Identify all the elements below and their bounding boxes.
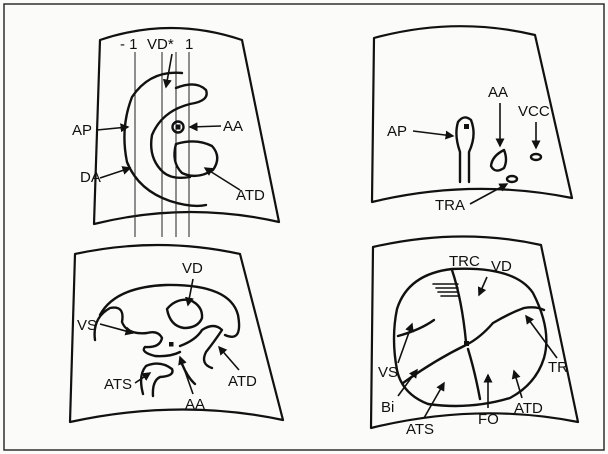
right-ventricle-cavity <box>167 300 202 328</box>
right-ventricle-contour <box>151 84 207 177</box>
trc-hatching <box>433 284 458 296</box>
arrow-aa <box>190 126 221 127</box>
label-vd: VD <box>491 258 512 275</box>
interventricular-septum <box>452 270 466 342</box>
arrow-tr <box>526 316 557 358</box>
arrow-vd <box>166 54 172 87</box>
label-vd: VD <box>182 260 203 277</box>
label-tra: TRA <box>435 197 465 214</box>
arrow-atd <box>219 347 239 370</box>
vcc-circle <box>531 154 541 160</box>
ventricular-septum-contour <box>95 308 180 357</box>
label-trc: TRC <box>449 253 480 270</box>
label-ats: ATS <box>104 376 132 393</box>
right-atrium-contour <box>180 326 222 368</box>
panel-bottom-right: TRC VD VS TR Bi ATS FO ATD <box>371 236 578 438</box>
label-atd: ATD <box>514 400 543 417</box>
tra-circle <box>507 176 517 182</box>
aorta-marker <box>176 125 181 130</box>
label-tr: TR <box>548 359 568 376</box>
label-aa: AA <box>185 396 205 413</box>
arrow-ap <box>97 127 128 130</box>
arrow-tra <box>470 184 507 204</box>
label-da: DA <box>80 169 101 186</box>
arrow-da <box>100 168 130 178</box>
arrow-ats <box>424 383 444 418</box>
label-bi: Bi <box>381 399 394 416</box>
pa-marker <box>464 124 469 129</box>
label-minus-1: - 1 <box>120 36 138 53</box>
label-aa: AA <box>223 118 243 135</box>
label-1: 1 <box>185 36 193 53</box>
panel-top-right: AA VCC AP TRA <box>372 26 572 214</box>
panel-top-left: - 1 VD* 1 AP AA DA ATD <box>72 28 279 237</box>
aorta-marker <box>169 342 174 347</box>
label-vd-star: VD* <box>147 36 174 53</box>
label-vs: VS <box>77 317 97 334</box>
panel-bottom-left: VD VS ATS AA ATD <box>70 245 283 422</box>
label-ats: ATS <box>406 421 434 438</box>
label-vs: VS <box>378 364 398 381</box>
arrow-ap <box>413 131 453 136</box>
sector-outline <box>70 245 283 422</box>
arrow-vs <box>398 324 412 363</box>
label-fo: FO <box>478 411 499 428</box>
crux-marker <box>464 341 469 346</box>
label-aa: AA <box>488 84 508 101</box>
arrow-vd <box>479 277 487 295</box>
left-partition-line <box>398 320 434 336</box>
right-atrium-contour <box>174 141 217 175</box>
label-vcc: VCC <box>518 103 550 120</box>
aorta-contour <box>491 150 506 171</box>
arrow-atd <box>205 168 240 190</box>
label-ap: AP <box>72 122 92 139</box>
atrial-septum <box>468 349 480 399</box>
left-atrium-contour <box>141 364 172 396</box>
label-atd: ATD <box>228 373 257 390</box>
page-frame <box>4 4 604 450</box>
label-ap: AP <box>387 123 407 140</box>
heart-outline <box>394 269 546 406</box>
pulmonary-artery-ductus-arc <box>124 73 206 206</box>
label-atd: ATD <box>236 187 265 204</box>
arrow-aa <box>180 357 193 394</box>
